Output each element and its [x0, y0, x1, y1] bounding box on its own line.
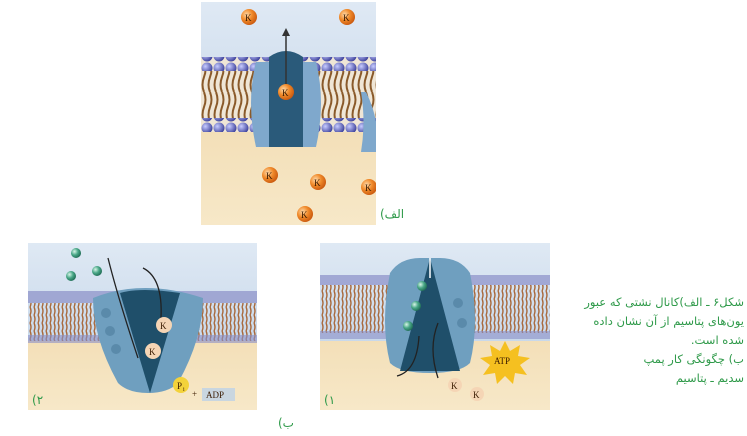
sodium-ion: [417, 281, 427, 291]
svg-text:P: P: [177, 381, 182, 391]
svg-text:K: K: [314, 178, 321, 188]
svg-text:K: K: [149, 347, 156, 357]
atp-burst: ATP: [480, 341, 530, 384]
potassium-ion: K: [297, 206, 313, 222]
step2-label: ۲): [32, 393, 44, 407]
svg-text:K: K: [343, 13, 350, 23]
svg-text:K: K: [301, 210, 308, 220]
svg-text:K: K: [245, 13, 252, 23]
sodium-ion: [66, 271, 76, 281]
panel-a-label: الف): [380, 207, 405, 221]
potassium-ion: K: [448, 378, 462, 392]
caption-line: یون‌های پتاسیم از آن نشان داده: [593, 314, 744, 328]
svg-text:K: K: [451, 381, 458, 391]
potassium-ion: K: [339, 9, 355, 25]
svg-text:i: i: [183, 387, 185, 393]
caption-line: شده است.: [690, 333, 744, 347]
step1-label: ۱): [324, 393, 336, 407]
svg-text:ATP: ATP: [494, 356, 510, 366]
caption-line: شکل۶ ـ الف)کانال نشتی که عبور: [584, 295, 744, 309]
caption-line: سدیم ـ پتاسیم: [675, 371, 744, 385]
caption-line: ب) چگونگی کار پمپ: [643, 352, 745, 366]
svg-text:K: K: [160, 321, 167, 331]
adp-label: ADP: [202, 388, 235, 401]
potassium-ion: K: [145, 343, 161, 359]
potassium-ion: K: [241, 9, 257, 25]
potassium-ion: K: [310, 174, 326, 190]
potassium-ion: K: [470, 387, 484, 401]
svg-text:K: K: [282, 88, 289, 98]
svg-text:+: +: [192, 389, 197, 399]
panel-a-leak-channel: K K K K K K K: [201, 2, 376, 225]
panel-b-step1: ATP K K ۱): [320, 243, 550, 410]
potassium-ion: K: [156, 317, 172, 333]
sodium-ion: [403, 321, 413, 331]
potassium-ion: K: [278, 84, 294, 100]
potassium-ion: K: [262, 167, 278, 183]
sodium-ion: [92, 266, 102, 276]
svg-text:ADP: ADP: [206, 390, 224, 400]
svg-text:K: K: [266, 171, 273, 181]
potassium-ion: K: [361, 179, 376, 195]
svg-text:K: K: [365, 183, 372, 193]
sodium-ion: [71, 248, 81, 258]
panel-b-label: ب): [278, 416, 294, 430]
figure-caption: شکل۶ ـ الف)کانال نشتی که عبور یون‌های پت…: [556, 293, 744, 388]
sodium-ion: [411, 301, 421, 311]
svg-text:K: K: [473, 390, 480, 400]
